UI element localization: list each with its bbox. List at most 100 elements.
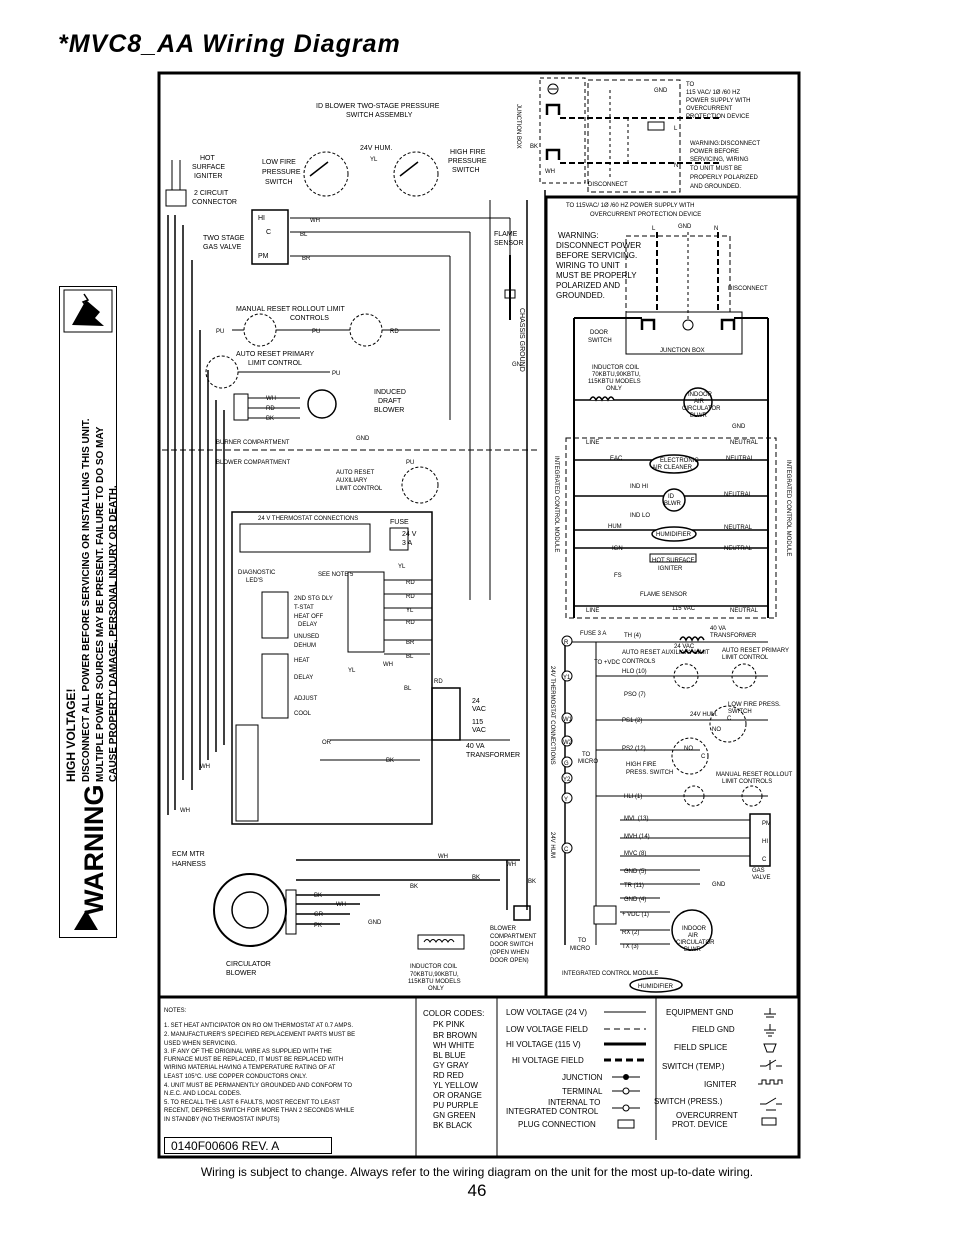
term-y2: Y2 bbox=[563, 777, 571, 783]
ladder-icm-right: INTEGRATED CONTROL MODULE bbox=[785, 460, 791, 556]
ladder-gnd-2: GND bbox=[732, 424, 746, 430]
wire-bl-1: BL bbox=[300, 232, 308, 238]
inducer-1: INDUCED bbox=[374, 389, 406, 396]
gnd-circ: GND bbox=[368, 920, 382, 926]
ladder-warn-3: BEFORE SERVICING. bbox=[556, 251, 637, 260]
field-gnd-icon bbox=[764, 1024, 776, 1037]
dip-8: DELAY bbox=[294, 675, 313, 681]
dip-2: T-STAT bbox=[294, 605, 314, 611]
ladder-humidifier-bottom: HUMIDIFIER bbox=[638, 984, 674, 990]
xfmr-l-1: 24 bbox=[472, 698, 480, 705]
legend-line-6: TERMINAL bbox=[562, 1087, 603, 1096]
ladder-eac-1: ELECTRONIC bbox=[660, 458, 699, 464]
gas-valve-1: TWO STAGE bbox=[203, 235, 245, 242]
note-12: IN STANDBY (NO THERMOSTAT INPUTS) bbox=[164, 1117, 280, 1123]
rollout-2: CONTROLS bbox=[290, 315, 329, 322]
wire-yl-1: YL bbox=[370, 157, 378, 163]
ladder-vdc: + VDC (1) bbox=[622, 912, 649, 918]
ladder-line-1: LINE bbox=[586, 440, 599, 446]
term-w2: W2 bbox=[563, 740, 573, 746]
aux-limit-2: AUXILIARY bbox=[336, 478, 367, 484]
legend-sym-5: IGNITER bbox=[704, 1080, 737, 1089]
ladder-gas-valve-1: GAS bbox=[752, 868, 765, 874]
ladder-iac2-2: AIR bbox=[688, 933, 699, 939]
warning-triangle-icon bbox=[74, 910, 98, 930]
high-fire-2: PRESSURE bbox=[448, 158, 487, 165]
fuse-1: FUSE bbox=[390, 519, 409, 526]
ladder-warn-7: GROUNDED. bbox=[556, 291, 605, 300]
wire-pu-4: PU bbox=[406, 460, 414, 466]
warning-text-group: WARNING HIGH VOLTAGE! DISCONNECT ALL POW… bbox=[63, 289, 119, 930]
aux-primary-2: LIMIT CONTROL bbox=[248, 360, 302, 367]
ladder-neutral-1: NEUTRAL bbox=[730, 440, 759, 446]
ladder-no-2: NO bbox=[684, 746, 693, 752]
junction-symbol bbox=[623, 1074, 629, 1080]
warn-top-2: POWER BEFORE bbox=[690, 149, 739, 155]
color-codes-heading: COLOR CODES: bbox=[423, 1009, 484, 1018]
wire-br-2: BR bbox=[406, 640, 415, 646]
dip-7: HEAT bbox=[294, 658, 310, 664]
therm-conn: 24 V THERMOSTAT CONNECTIONS bbox=[258, 516, 358, 522]
aux-primary-1: AUTO RESET PRIMARY bbox=[236, 351, 315, 358]
ladder-th: TH (4) bbox=[624, 633, 641, 639]
gas-valve-2: GAS VALVE bbox=[203, 244, 242, 251]
door-sw-1: BLOWER bbox=[490, 926, 517, 932]
ladder-disconnect: DISCONNECT bbox=[728, 286, 768, 292]
chassis-ground: CHASSIS GROUND bbox=[518, 308, 525, 372]
ladder-mvh: MVH (14) bbox=[624, 834, 650, 840]
ladder-gnd4: GND (4) bbox=[624, 897, 646, 903]
ladder-fs: FS bbox=[614, 573, 622, 579]
supply-top-4: OVERCURRENT bbox=[686, 106, 733, 112]
ladder-rollout-2: LIMIT CONTROLS bbox=[722, 779, 772, 785]
legend-sym-8: PROT. DEVICE bbox=[672, 1120, 728, 1129]
ladder-ind-2: 70KBTU,90KBTU, bbox=[592, 372, 641, 378]
door-sw-3: DOOR SWITCH bbox=[490, 942, 533, 948]
ladder-c-2: C bbox=[701, 754, 706, 760]
warn-top-6: AND GROUNDED. bbox=[690, 184, 741, 190]
supply-top-1: TO bbox=[686, 82, 695, 88]
inductor-2: 70KBTU,90KBTU, bbox=[410, 972, 459, 978]
wire-br-1: BR bbox=[302, 256, 311, 262]
dip-1: 2ND STG DLY bbox=[294, 596, 333, 602]
low-fire-3: SWITCH bbox=[265, 179, 293, 186]
terminal-symbol bbox=[622, 1087, 630, 1095]
note-4: 3. IF ANY OF THE ORIGINAL WIRE AS SUPPLI… bbox=[164, 1049, 332, 1055]
warn-top-4: TO UNIT MUST BE bbox=[690, 166, 742, 172]
color-code-3: WH WHITE bbox=[433, 1041, 474, 1050]
ladder-door-1: DOOR bbox=[590, 330, 609, 336]
legend-line-5: JUNCTION bbox=[562, 1073, 603, 1082]
color-code-4: BL BLUE bbox=[433, 1051, 466, 1060]
note-7: LEAST 105°C. USE COPPER CONDUCTORS ONLY. bbox=[164, 1074, 307, 1080]
left-section bbox=[162, 151, 546, 950]
ladder-hfs-2: PRESS. SWITCH bbox=[626, 770, 673, 776]
diag-2: LED'S bbox=[246, 578, 263, 584]
warning-line1: DISCONNECT ALL POWER BEFORE SERVICING OR… bbox=[81, 418, 92, 782]
ladder-mvc: MVC (8) bbox=[624, 851, 646, 857]
ladder-ind-1: INDUCTOR COIL bbox=[592, 365, 640, 371]
ladder-gas-valve-2: VALVE bbox=[752, 875, 770, 881]
ladder-tx: TX (3) bbox=[622, 944, 639, 950]
wire-bl-2: BL bbox=[406, 654, 414, 660]
wire-bl-3: BL bbox=[404, 686, 412, 692]
wire-yl-3: YL bbox=[406, 608, 414, 614]
ladder-diagram bbox=[564, 232, 777, 993]
ladder-neutral-3: NEUTRAL bbox=[724, 492, 753, 498]
ladder-ind-4: ONLY bbox=[606, 386, 622, 392]
inducer-2: DRAFT bbox=[378, 398, 402, 405]
wire-rd-4: RD bbox=[406, 594, 415, 600]
door-sw-2: COMPARTMENT bbox=[490, 934, 537, 940]
warning-panel bbox=[59, 286, 117, 938]
igniter-icon bbox=[758, 1079, 783, 1085]
ladder-hsi-1: HOT SURFACE bbox=[652, 558, 695, 564]
press-switch-icon bbox=[760, 1097, 782, 1111]
ladder-gnd5: GND (5) bbox=[624, 869, 646, 875]
ladder-neutral-2: NEUTRAL bbox=[726, 456, 755, 462]
ladder-primary-2: LIMIT CONTROL bbox=[722, 655, 769, 661]
gv-c: C bbox=[266, 229, 271, 236]
two-circ-1: 2 CIRCUIT bbox=[194, 190, 229, 197]
legend-line-2: LOW VOLTAGE FIELD bbox=[506, 1025, 588, 1034]
wire-wh-6: WH bbox=[438, 854, 448, 860]
ladder-115vac: 115 VAC bbox=[672, 606, 696, 612]
wire-bk-6: BK bbox=[314, 893, 322, 899]
